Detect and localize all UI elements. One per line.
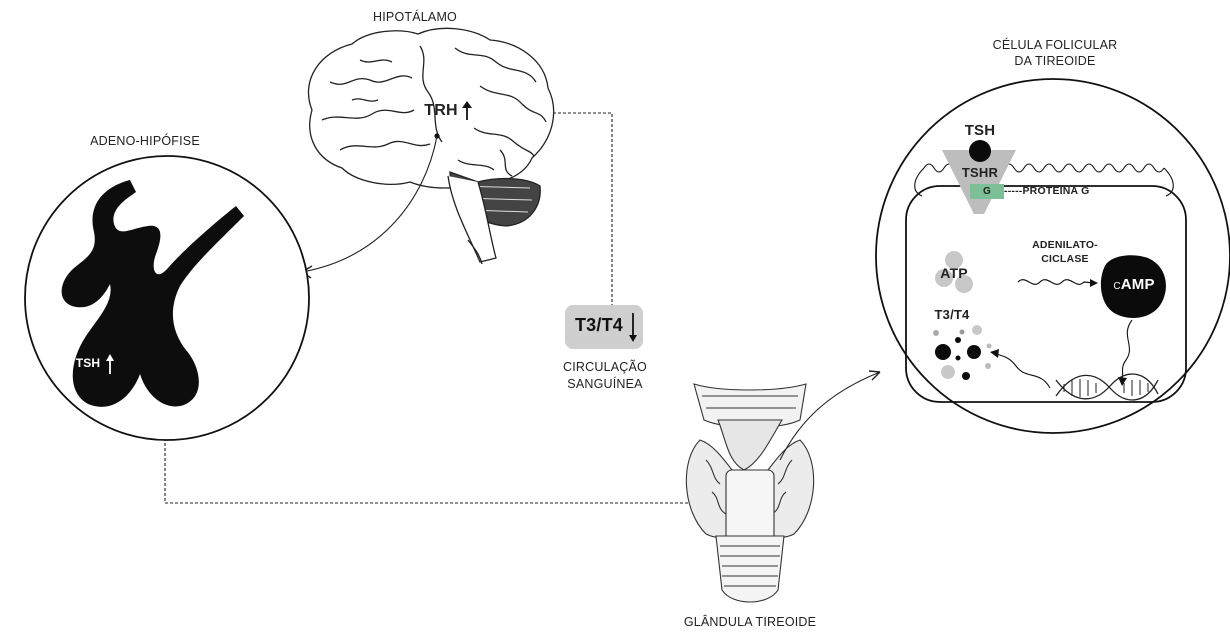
circulation-label-line2: SANGUÍNEA	[540, 376, 670, 393]
atp-label: ATP	[930, 265, 978, 282]
adenohypophysis-label: ADENO-HIPÓFISE	[60, 133, 230, 150]
tsh-cell-label: TSH	[955, 122, 1005, 139]
trh-label: TRH	[416, 102, 466, 119]
t3t4-circulation-label: T3/T4	[565, 317, 633, 334]
pituitary-panel	[25, 156, 309, 440]
adenylate-label-line2: CICLASE	[1005, 251, 1125, 268]
follicular-cell-label-line2: DA TIREOIDE	[960, 53, 1150, 70]
camp-c-label: C	[1113, 281, 1120, 292]
follicular-cell-label-line1: CÉLULA FOLICULAR	[960, 37, 1150, 54]
thyroid-gland-label: GLÂNDULA TIREOIDE	[640, 614, 860, 631]
brain-icon	[308, 28, 553, 264]
pituitary-to-thyroid-dashed-line	[165, 438, 690, 503]
hypothalamus-label: HIPOTÁLAMO	[340, 9, 490, 26]
protein-g-label: -----PROTEÍNA G	[1004, 183, 1124, 200]
camp-label: CAMP	[1098, 276, 1170, 295]
thyroid-icon	[686, 384, 813, 602]
t3t4-cell-label: T3/T4	[922, 306, 982, 323]
tsh-ligand	[969, 140, 991, 162]
tsh-pituitary-label: TSH	[68, 355, 108, 372]
tshr-label: TSHR	[955, 164, 1005, 181]
circulation-label-line1: CIRCULAÇÃO	[540, 359, 670, 376]
g-label: G	[970, 183, 1004, 200]
camp-amp-label: AMP	[1121, 276, 1155, 293]
